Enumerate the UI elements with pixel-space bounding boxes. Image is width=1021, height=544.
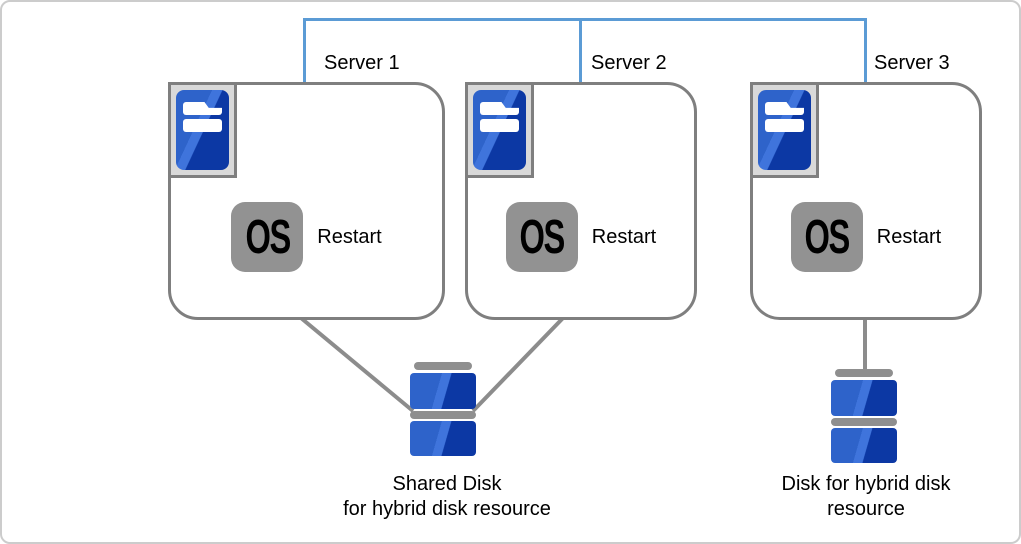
os-icon-label: OS [245, 210, 291, 264]
disk-cap [414, 362, 472, 370]
server-tower-icon-slot [765, 102, 804, 115]
interconnect-drop-server1 [303, 18, 306, 83]
os-icon: OS [790, 202, 863, 272]
server-tower-icon [168, 82, 237, 178]
server-tower-icon-slot [183, 102, 222, 115]
os-icon: OS [505, 202, 578, 272]
server3-os-restart-row: OS Restart [753, 202, 979, 272]
server3-box: OS Restart [750, 82, 982, 320]
server-tower-icon-body [176, 90, 229, 170]
shared-disk-icon [410, 362, 476, 456]
server2-label: Server 2 [591, 52, 667, 74]
server1-label: Server 1 [324, 52, 400, 74]
disk-platter [410, 373, 476, 409]
hybrid-disk-icon [831, 369, 897, 463]
server-tower-icon-body [473, 90, 526, 170]
server-tower-icon-slot [765, 119, 804, 132]
server2-os-restart-row: OS Restart [468, 202, 694, 272]
hybrid-disk-caption: Disk for hybrid disk resource [746, 472, 986, 522]
server-tower-icon-body [758, 90, 811, 170]
shared-disk-caption-line2: for hybrid disk resource [343, 498, 551, 520]
server1-box: OS Restart [168, 82, 445, 320]
os-icon-label: OS [804, 210, 851, 264]
server-tower-icon-slot [480, 119, 519, 132]
server3-label: Server 3 [874, 52, 950, 74]
server2-box: OS Restart [465, 82, 697, 320]
hybrid-disk-caption-line1: Disk for hybrid disk [781, 473, 951, 495]
server-tower-icon [750, 82, 819, 178]
server1-os-restart-row: OS Restart [171, 202, 442, 272]
server-tower-icon [465, 82, 534, 178]
disk-cap [835, 369, 893, 377]
shared-disk-caption-line1: Shared Disk [392, 473, 502, 495]
interconnect-drop-server2 [579, 18, 582, 83]
hybrid-disk-caption-line2: resource [827, 498, 905, 520]
server-tower-icon-slot [480, 102, 519, 115]
connector-server2-shared-disk [471, 316, 565, 413]
os-icon-label: OS [519, 210, 566, 264]
disk-platter [831, 380, 897, 416]
connector-server1-shared-disk [299, 316, 415, 413]
disk-platter [410, 421, 476, 456]
disk-divider [831, 418, 897, 426]
shared-disk-caption: Shared Disk for hybrid disk resource [287, 472, 607, 522]
server-tower-icon-slot [183, 119, 222, 132]
os-icon: OS [231, 202, 304, 272]
server3-restart-label: Restart [876, 225, 942, 248]
disk-divider [410, 411, 476, 419]
server1-restart-label: Restart [317, 225, 382, 248]
interconnect-line-horizontal [303, 18, 867, 21]
server2-restart-label: Restart [591, 225, 657, 248]
disk-platter [831, 428, 897, 463]
interconnect-drop-server3 [864, 18, 867, 83]
